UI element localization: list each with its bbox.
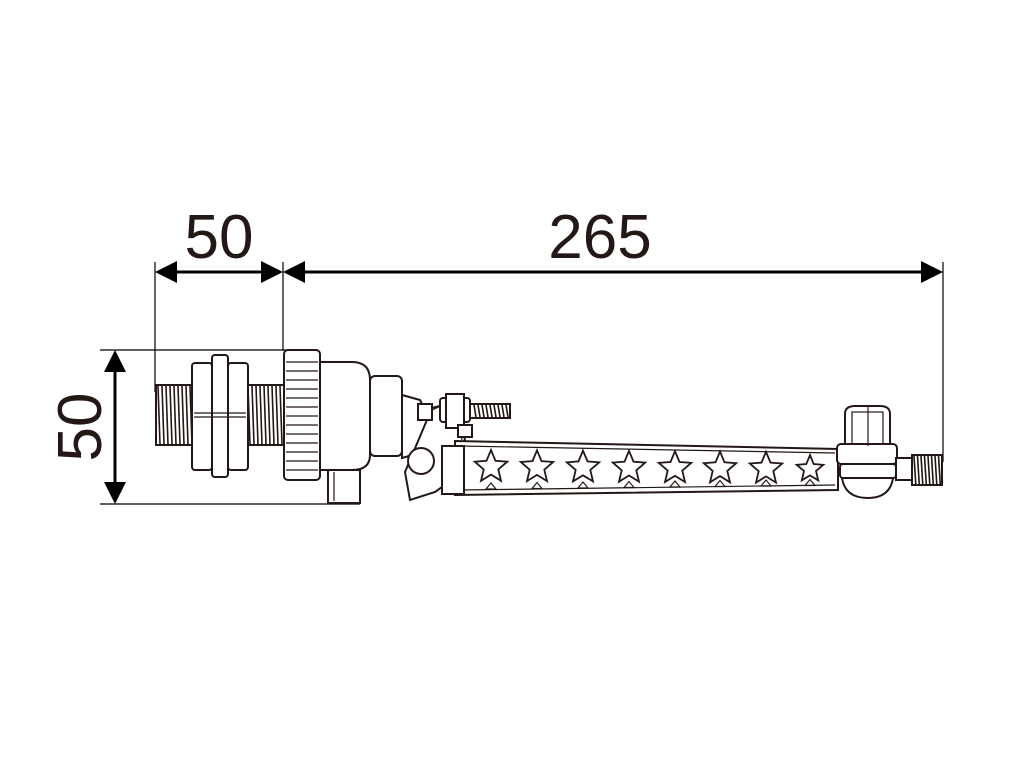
arm-notch <box>803 478 817 487</box>
thread-line <box>937 455 942 485</box>
thread-line <box>173 385 177 445</box>
thread-line <box>473 404 477 418</box>
dimension-label-50-vertical: 50 <box>46 393 115 462</box>
dimension-top-right: 265 <box>283 203 944 462</box>
thread-line <box>927 455 931 485</box>
arm-notch <box>668 480 682 488</box>
arm-notch <box>576 481 590 489</box>
thread-line <box>477 404 481 418</box>
star-emboss <box>747 449 785 485</box>
star-emboss <box>656 448 694 484</box>
star-emboss <box>794 452 826 483</box>
arm-notch <box>622 480 636 489</box>
arm-notch <box>713 479 727 488</box>
float-arm <box>441 439 839 497</box>
thread-line <box>259 385 263 445</box>
thread-line <box>275 385 279 445</box>
thread-line <box>916 455 921 485</box>
arm-notch <box>759 479 773 487</box>
lock-nut <box>191 354 249 478</box>
thread-line <box>497 404 501 418</box>
dimension-label-265: 265 <box>548 203 651 272</box>
thread-line <box>169 385 173 445</box>
dimension-label-50-top: 50 <box>185 203 254 272</box>
thread-line <box>185 385 189 445</box>
thread-line <box>279 385 283 445</box>
needle-valve <box>439 393 511 438</box>
thread-line <box>505 404 509 418</box>
float-adjuster <box>836 405 898 500</box>
thread-line <box>165 385 169 445</box>
thread-line <box>267 385 271 445</box>
star-emboss <box>610 448 648 484</box>
star-emboss <box>701 449 739 485</box>
thread-line <box>263 385 267 445</box>
thread-line <box>923 455 928 485</box>
thread-line <box>271 385 275 445</box>
thread-line <box>489 404 493 418</box>
thread-line <box>934 455 938 485</box>
valve-body <box>319 361 431 504</box>
thread-line <box>157 385 161 445</box>
thread-line <box>913 455 917 485</box>
thread-line <box>177 385 181 445</box>
thread-line <box>493 404 497 418</box>
star-emboss <box>472 447 510 483</box>
thread-line <box>181 385 185 445</box>
thread-line <box>161 385 165 445</box>
thread-line <box>485 404 489 418</box>
arm-notch <box>484 482 498 490</box>
arm-notch <box>530 481 544 490</box>
threaded-inlet <box>155 384 285 446</box>
star-emboss <box>564 448 602 484</box>
threaded-tail <box>895 454 943 486</box>
coupling-nut <box>283 349 321 481</box>
star-emboss <box>518 447 556 484</box>
thread-line <box>481 404 485 418</box>
thread-line <box>930 455 935 485</box>
dimension-top-left: 50 <box>154 203 284 392</box>
thread-line <box>920 455 924 485</box>
thread-line <box>255 385 259 445</box>
thread-line <box>251 385 255 445</box>
dimension-left-vertical: 50 <box>46 349 360 505</box>
thread-line <box>501 404 505 418</box>
